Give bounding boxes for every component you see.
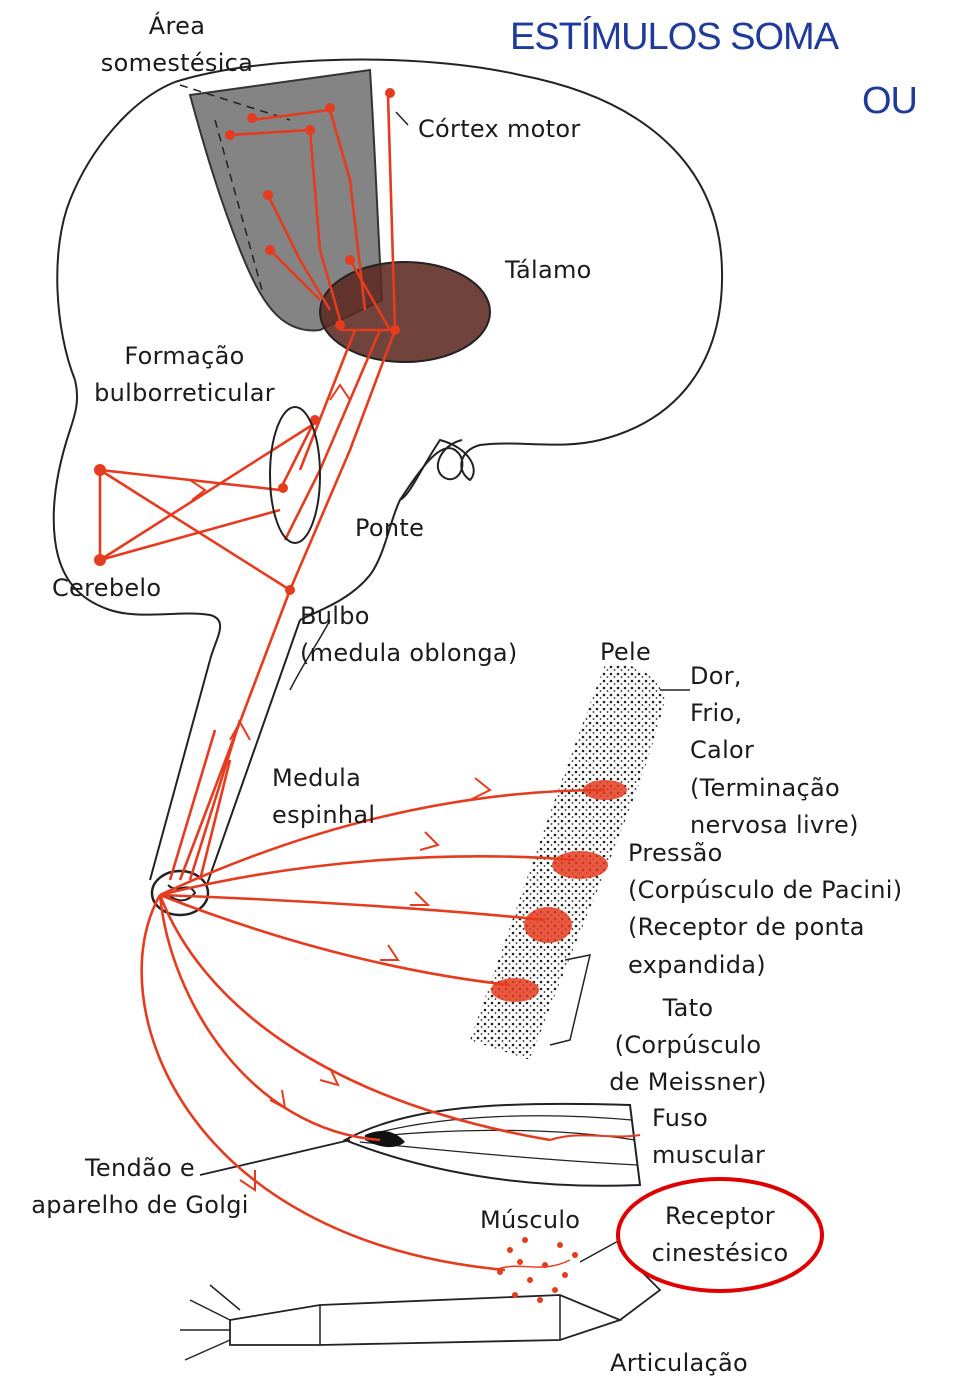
label-line: Dor, xyxy=(690,658,859,695)
label-pressao: Pressão (Corpúsculo de Pacini) (Receptor… xyxy=(628,835,902,984)
label-line: Tato xyxy=(598,990,778,1027)
label-line: Medula xyxy=(272,760,375,797)
label-line: cinestésico xyxy=(630,1235,810,1272)
label-line: Frio, xyxy=(690,695,859,732)
label-line: (Corpúsculo de Pacini) xyxy=(628,872,902,909)
label-line: bulborreticular xyxy=(72,375,297,412)
label-tato: Tato (Corpúsculo de Meissner) xyxy=(598,990,778,1102)
label-tendao-golgi: Tendão e aparelho de Golgi xyxy=(5,1150,275,1224)
kinesthetic-receptor xyxy=(497,1237,578,1303)
label-line: Tendão e xyxy=(5,1150,275,1187)
spinal-cord xyxy=(150,620,300,890)
label-ponte: Ponte xyxy=(355,510,424,547)
label-line: expandida) xyxy=(628,947,902,984)
label-dor-frio-calor: Dor, Frio, Calor (Terminação nervosa liv… xyxy=(690,658,859,844)
label-musculo: Músculo xyxy=(480,1202,580,1239)
label-medula-espinhal: Medula espinhal xyxy=(272,760,375,834)
thalamus xyxy=(320,262,490,362)
label-pele: Pele xyxy=(600,634,651,671)
label-line: Bulbo xyxy=(300,598,518,635)
label-line: muscular xyxy=(652,1137,765,1174)
label-line: (Terminação xyxy=(690,770,859,807)
label-fuso-muscular: Fuso muscular xyxy=(652,1100,765,1174)
label-line: Área xyxy=(92,8,262,45)
arm-bones xyxy=(230,1295,620,1345)
label-line: Fuso xyxy=(652,1100,765,1137)
label-cerebelo: Cerebelo xyxy=(52,570,161,607)
label-line: aparelho de Golgi xyxy=(5,1187,275,1224)
label-talamo: Tálamo xyxy=(505,252,592,289)
label-line: espinhal xyxy=(272,797,375,834)
label-line: (medula oblonga) xyxy=(300,635,518,672)
label-line: Formação xyxy=(72,338,297,375)
label-receptor-cinestesico: Receptor cinestésico xyxy=(630,1198,810,1272)
label-line: Receptor xyxy=(630,1198,810,1235)
slide-title-line1: ESTÍMULOS SOMA xyxy=(510,18,838,56)
slide-title-line2: OU xyxy=(862,82,917,120)
label-line: de Meissner) xyxy=(598,1064,778,1101)
label-cortex-motor: Córtex motor xyxy=(418,111,581,148)
label-line: Pressão xyxy=(628,835,902,872)
label-area-somestesica: Área somestésica xyxy=(92,8,262,82)
label-line: (Corpúsculo xyxy=(598,1027,778,1064)
label-formacao-bulborreticular: Formação bulborreticular xyxy=(72,338,297,412)
label-bulbo: Bulbo (medula oblonga) xyxy=(300,598,518,672)
label-line: Calor xyxy=(690,732,859,769)
cerebellum-outline xyxy=(54,380,220,660)
label-line: somestésica xyxy=(92,45,262,82)
label-line: (Receptor de ponta xyxy=(628,909,902,946)
label-articulacao: Articulação xyxy=(610,1345,748,1382)
